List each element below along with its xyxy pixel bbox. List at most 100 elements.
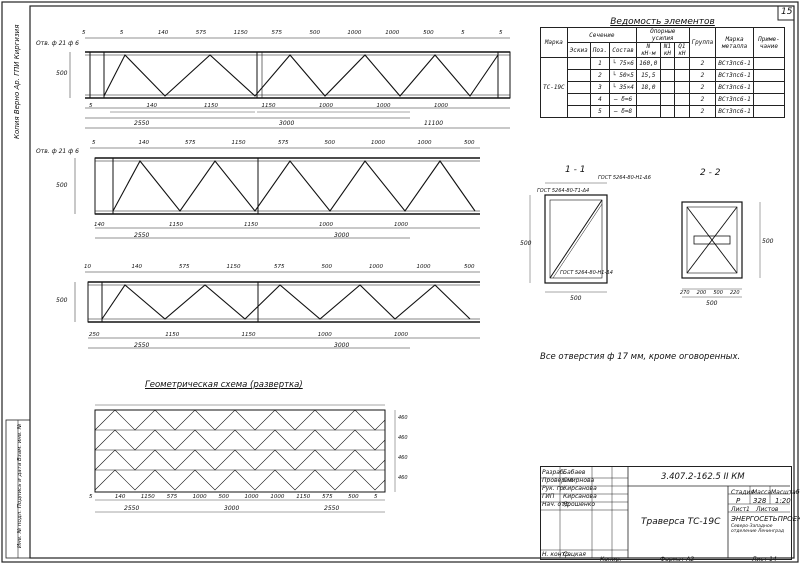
section-2-2-title: 2 - 2 [700,168,721,178]
spec-cell-note [752,93,786,106]
view2-top-dim: 575 [278,140,289,146]
section-2-2-height: 500 [762,238,774,245]
spec-cell-sketch [566,93,591,106]
spec-head-group: Группа [688,27,717,58]
spec-cell-n: 160,0 [635,57,661,70]
section-1-1-gost-bottom: ГОСТ 5264-80-Н1-Δ4 [560,270,613,276]
scheme-right-dim: 460 [398,475,408,481]
spec-head-forces: Опорные усилия [635,27,690,43]
scheme-right-dim: 460 [398,455,408,461]
spec-cell-group: 2 [688,57,717,70]
spec-cell-group: 2 [688,105,717,118]
view1-top-dim: 5 [499,30,503,36]
spec-cell-composition: └ 50×5 [609,69,637,82]
scheme-bottom-dim: 575 [322,494,333,500]
signer-name: Ярошенко [563,501,596,508]
view2-bottom-dim: 140 [94,222,105,228]
truss-view-2 [74,147,480,239]
norm-name: Сацкая [563,551,586,558]
view3-top-dim: 1000 [416,264,431,270]
spec-head-section: Сечение [566,27,637,43]
spec-cell-n1 [659,81,676,94]
scheme-bottom-dim: 500 [218,494,230,500]
view2-height: 500 [56,182,68,189]
view3-total-dim: 3000 [334,342,350,349]
view3-total-dim: 2550 [134,342,150,349]
scheme-title: Геометрическая схема (развертка) [145,380,303,390]
spec-cell-pos: 2 [589,69,611,82]
section-2-2-dim: 500 [713,290,723,296]
view3-top-dim: 1000 [369,264,383,270]
view3-top-dim: 500 [321,264,333,270]
stage-value: Р [736,497,741,505]
section-2-2-dim: 270 [680,290,690,296]
geometric-scheme [94,404,396,513]
section-1-1-gost-top: ГОСТ 5264-80-Т1-Δ4 [537,188,590,194]
spec-cell-q1 [674,105,690,118]
spec-cell-q1 [674,57,690,70]
org-sub: Северо-Западное отделение Ленинград [731,524,785,534]
spec-cell-pos: 1 [589,57,611,70]
signer-role: ГИП [542,493,555,500]
scheme-bottom-dim: 1000 [192,494,207,500]
view2-top-dim: 1000 [417,140,432,146]
view3-bottom-dim: 1000 [317,332,332,338]
view1-top-dim: 575 [195,30,207,36]
spec-cell-sketch [566,105,591,118]
scheme-bottom-dim: 5 [89,494,93,500]
view3-height: 500 [56,297,68,304]
scheme-total-dim: 2550 [124,505,140,512]
view1-bottom-dim: 140 [146,103,158,109]
view3-bottom-dim: 1000 [394,332,408,338]
view1-height: 500 [56,70,68,77]
view2-top-dim: 1000 [371,140,385,146]
section-1-1-title: 1 - 1 [565,165,586,175]
spec-cell-note [752,105,786,118]
spec-cell-pos: 4 [589,93,611,106]
section-2-2-dim: 220 [730,290,740,296]
signer-role: Проверил [542,477,573,484]
section-2-2 [681,201,761,298]
spec-head-composition: Состав [609,42,637,58]
stage-label: Стадия [731,489,755,496]
scale-value: 1:20 [775,497,791,505]
spec-cell-composition: └ 35×4 [609,81,637,94]
spec-cell-steel: ВСт3пс6-1 [715,105,754,118]
spec-cell-group: 2 [688,69,717,82]
spec-cell-n [635,93,661,106]
spec-cell-composition: — δ=6 [609,93,637,106]
inner-frame [29,5,795,559]
view2-total-dim: 3000 [334,232,350,239]
spec-cell-pos: 3 [589,81,611,94]
spec-cell-n [635,105,661,118]
view2-top-dim: 500 [464,140,475,146]
spec-head-mark: Марка [540,27,568,58]
scheme-bottom-dim: 140 [114,494,126,500]
spec-cell-q1 [674,93,690,106]
view1-top-dim: 500 [309,30,320,36]
truss-view-1 [69,37,511,129]
view2-callout: Отв. ф 21 ф 6 [36,148,80,155]
section-2-2-width: 500 [706,300,718,307]
spec-cell-steel: ВСт3пс6-1 [715,57,754,70]
signer-name: Смирнова [563,477,595,484]
spec-cell-composition: └ 75×6 [609,57,637,70]
scheme-bottom-dim: 500 [348,494,359,500]
view2-top-dim: 5 [92,140,96,146]
spec-table: Ведомость элементов Марка Сечение Опорны… [540,17,786,118]
signer-name: Кирсанова [563,485,597,492]
section-1-1-height: 500 [520,240,532,247]
object-name: Траверса ТС-19С [641,517,721,527]
spec-head-n1: N1 кН [659,42,676,58]
spec-cell-n1 [659,93,676,106]
doc-code: 3.407.2-162.5 II КМ [661,472,745,482]
view3-top-dim: 500 [464,264,475,270]
spec-cell-steel: ВСт3пс6-1 [715,93,754,106]
spec-cell-n1 [659,69,676,82]
spec-cell-n1 [659,57,676,70]
